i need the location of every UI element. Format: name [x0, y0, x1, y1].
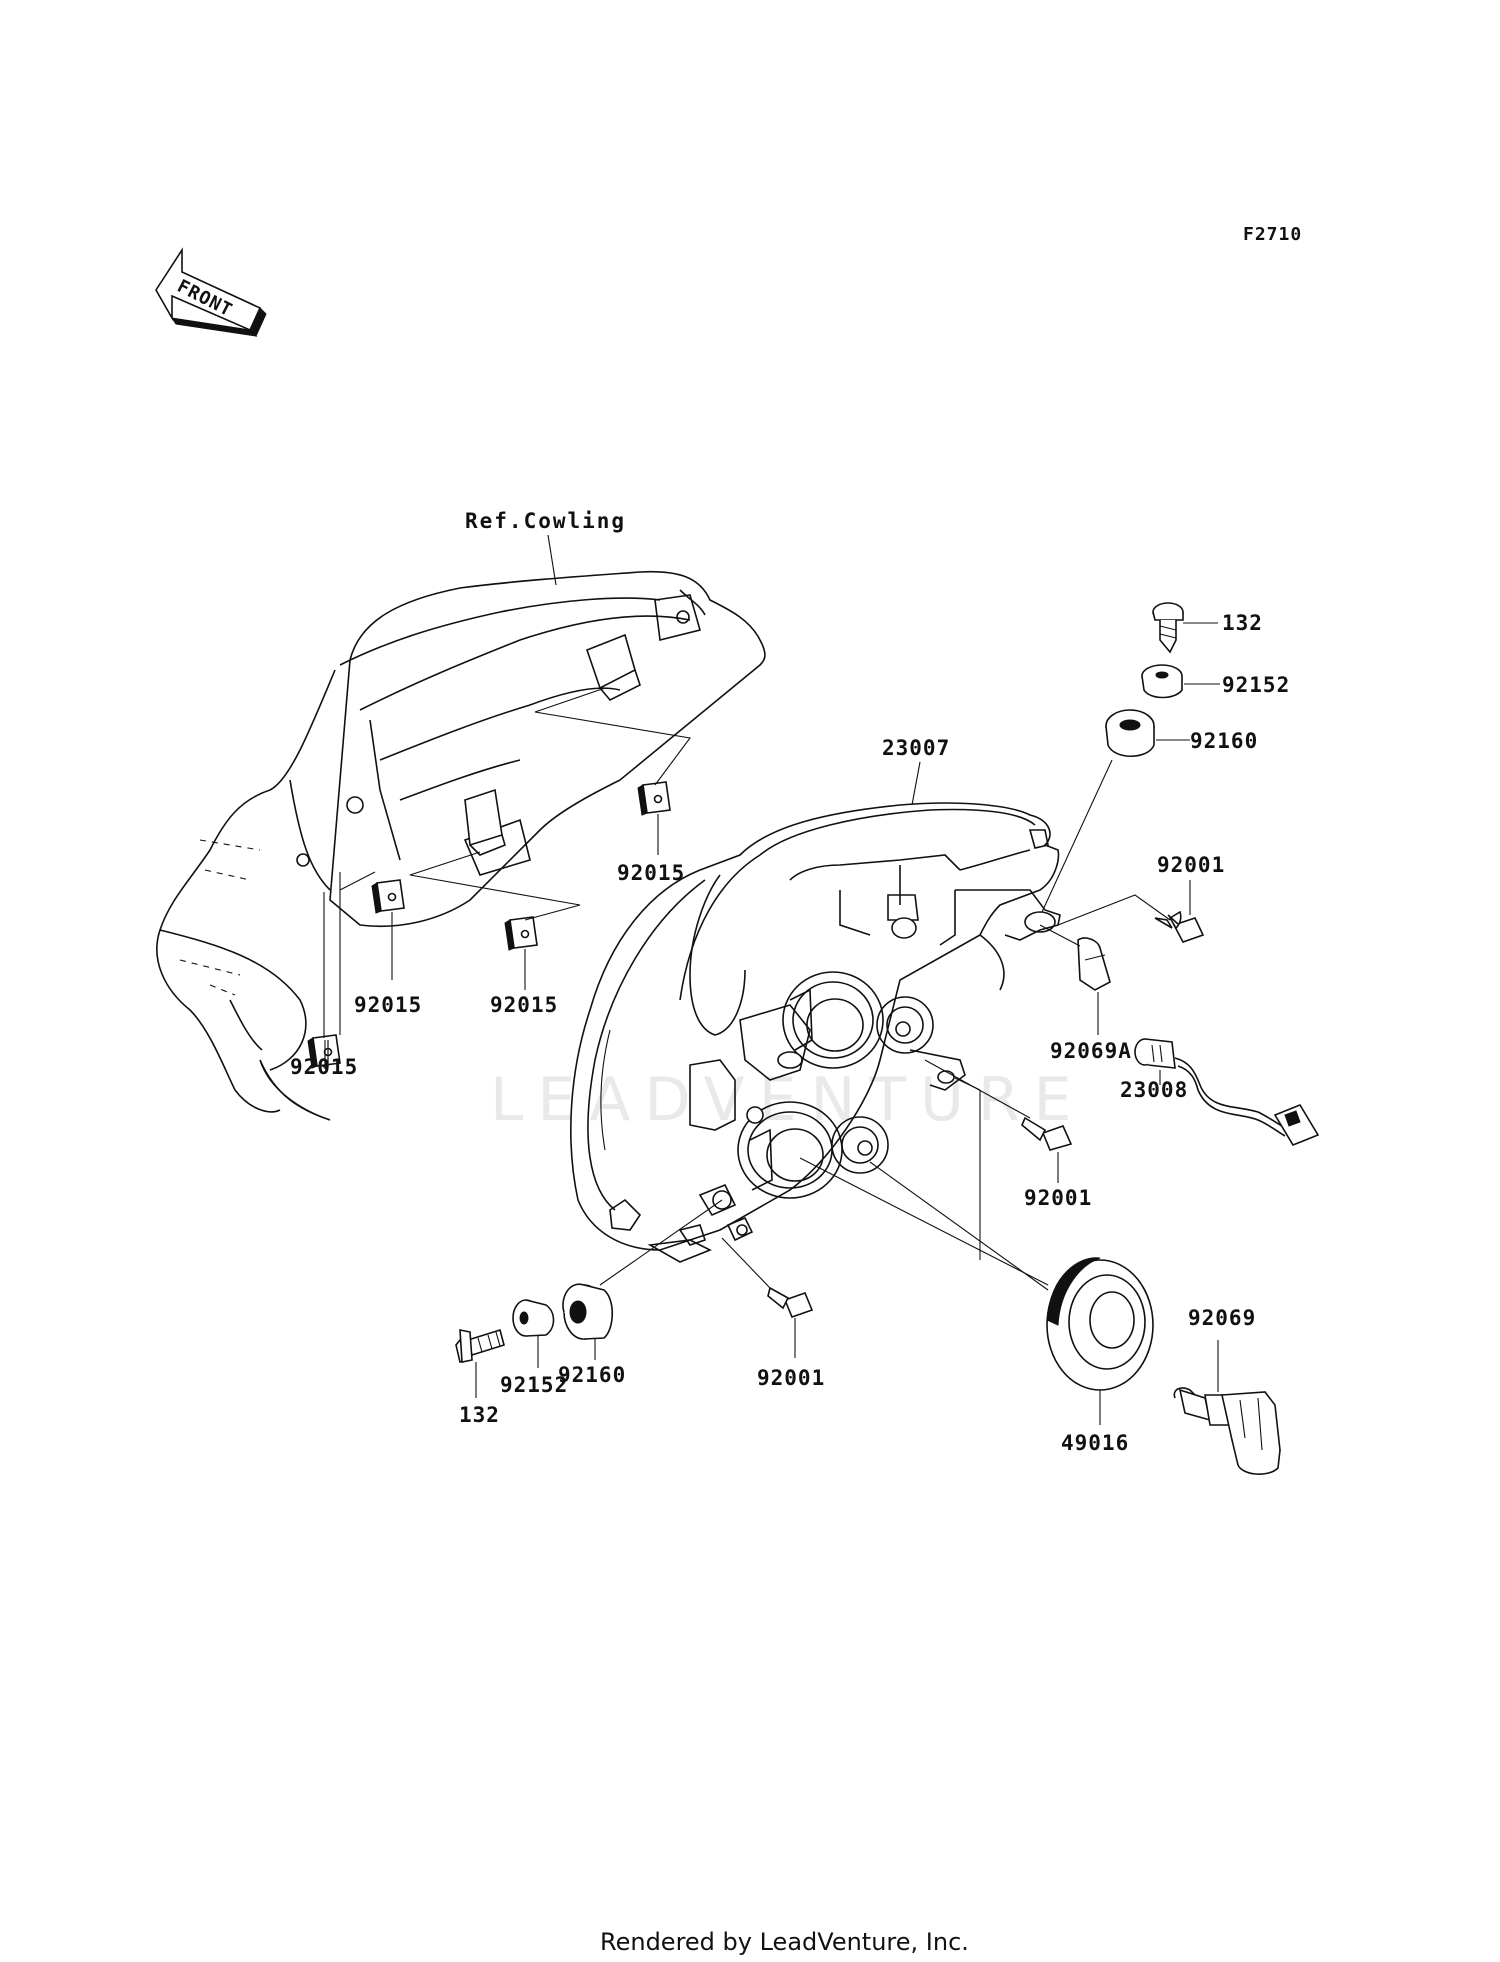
dust-cover-49016: [1046, 1257, 1154, 1391]
label-23007: 23007: [882, 736, 950, 760]
socket-23008: [1134, 1038, 1320, 1146]
bolt-92001-top: [1154, 910, 1205, 943]
label-92001-bot: 92001: [757, 1366, 825, 1390]
label-92152-top: 92152: [1222, 673, 1290, 697]
label-92160-top: 92160: [1190, 729, 1258, 753]
label-92001-top: 92001: [1157, 853, 1225, 877]
grommet-92160-bot: [562, 1283, 614, 1340]
bulb-92069a: [1077, 937, 1111, 991]
label-92069a: 92069A: [1050, 1039, 1132, 1063]
label-49016: 49016: [1061, 1431, 1129, 1455]
bulb-92069: [1173, 1387, 1281, 1475]
label-92152-bot: 92152: [500, 1373, 568, 1397]
bolt-132-bot: [455, 1328, 505, 1363]
clip-92015-c: [371, 879, 405, 914]
label-132-bot: 132: [459, 1403, 500, 1427]
footer-credit: Rendered by LeadVenture, Inc.: [600, 1928, 969, 1956]
bolt-92001-mid: [1021, 1116, 1073, 1151]
washer-92152-top: [1141, 664, 1183, 699]
figure-code: F2710: [1243, 224, 1302, 245]
headlight-assembly: [570, 802, 1061, 1263]
bolt-92001-bot: [767, 1286, 814, 1319]
grommet-92160-top: [1105, 709, 1155, 757]
clip-92015-a: [637, 781, 671, 816]
ref-cowling-label: Ref.Cowling: [465, 509, 626, 533]
front-arrow-icon: FRONT: [155, 247, 267, 337]
label-92015-b: 92015: [490, 993, 558, 1017]
washer-92152-bot: [512, 1299, 555, 1337]
label-23008: 23008: [1120, 1078, 1188, 1102]
label-92069: 92069: [1188, 1306, 1256, 1330]
label-92015-d: 92015: [290, 1055, 358, 1079]
label-92001-mid: 92001: [1024, 1186, 1092, 1210]
label-92015-a: 92015: [617, 861, 685, 885]
clip-92015-b: [504, 916, 538, 951]
cowling: [156, 570, 766, 1121]
label-92015-c: 92015: [354, 993, 422, 1017]
watermark: LEADVENTURE: [490, 1065, 1086, 1135]
label-132-top: 132: [1222, 611, 1263, 635]
label-92160-bot: 92160: [558, 1363, 626, 1387]
bolt-132-top: [1152, 602, 1184, 654]
